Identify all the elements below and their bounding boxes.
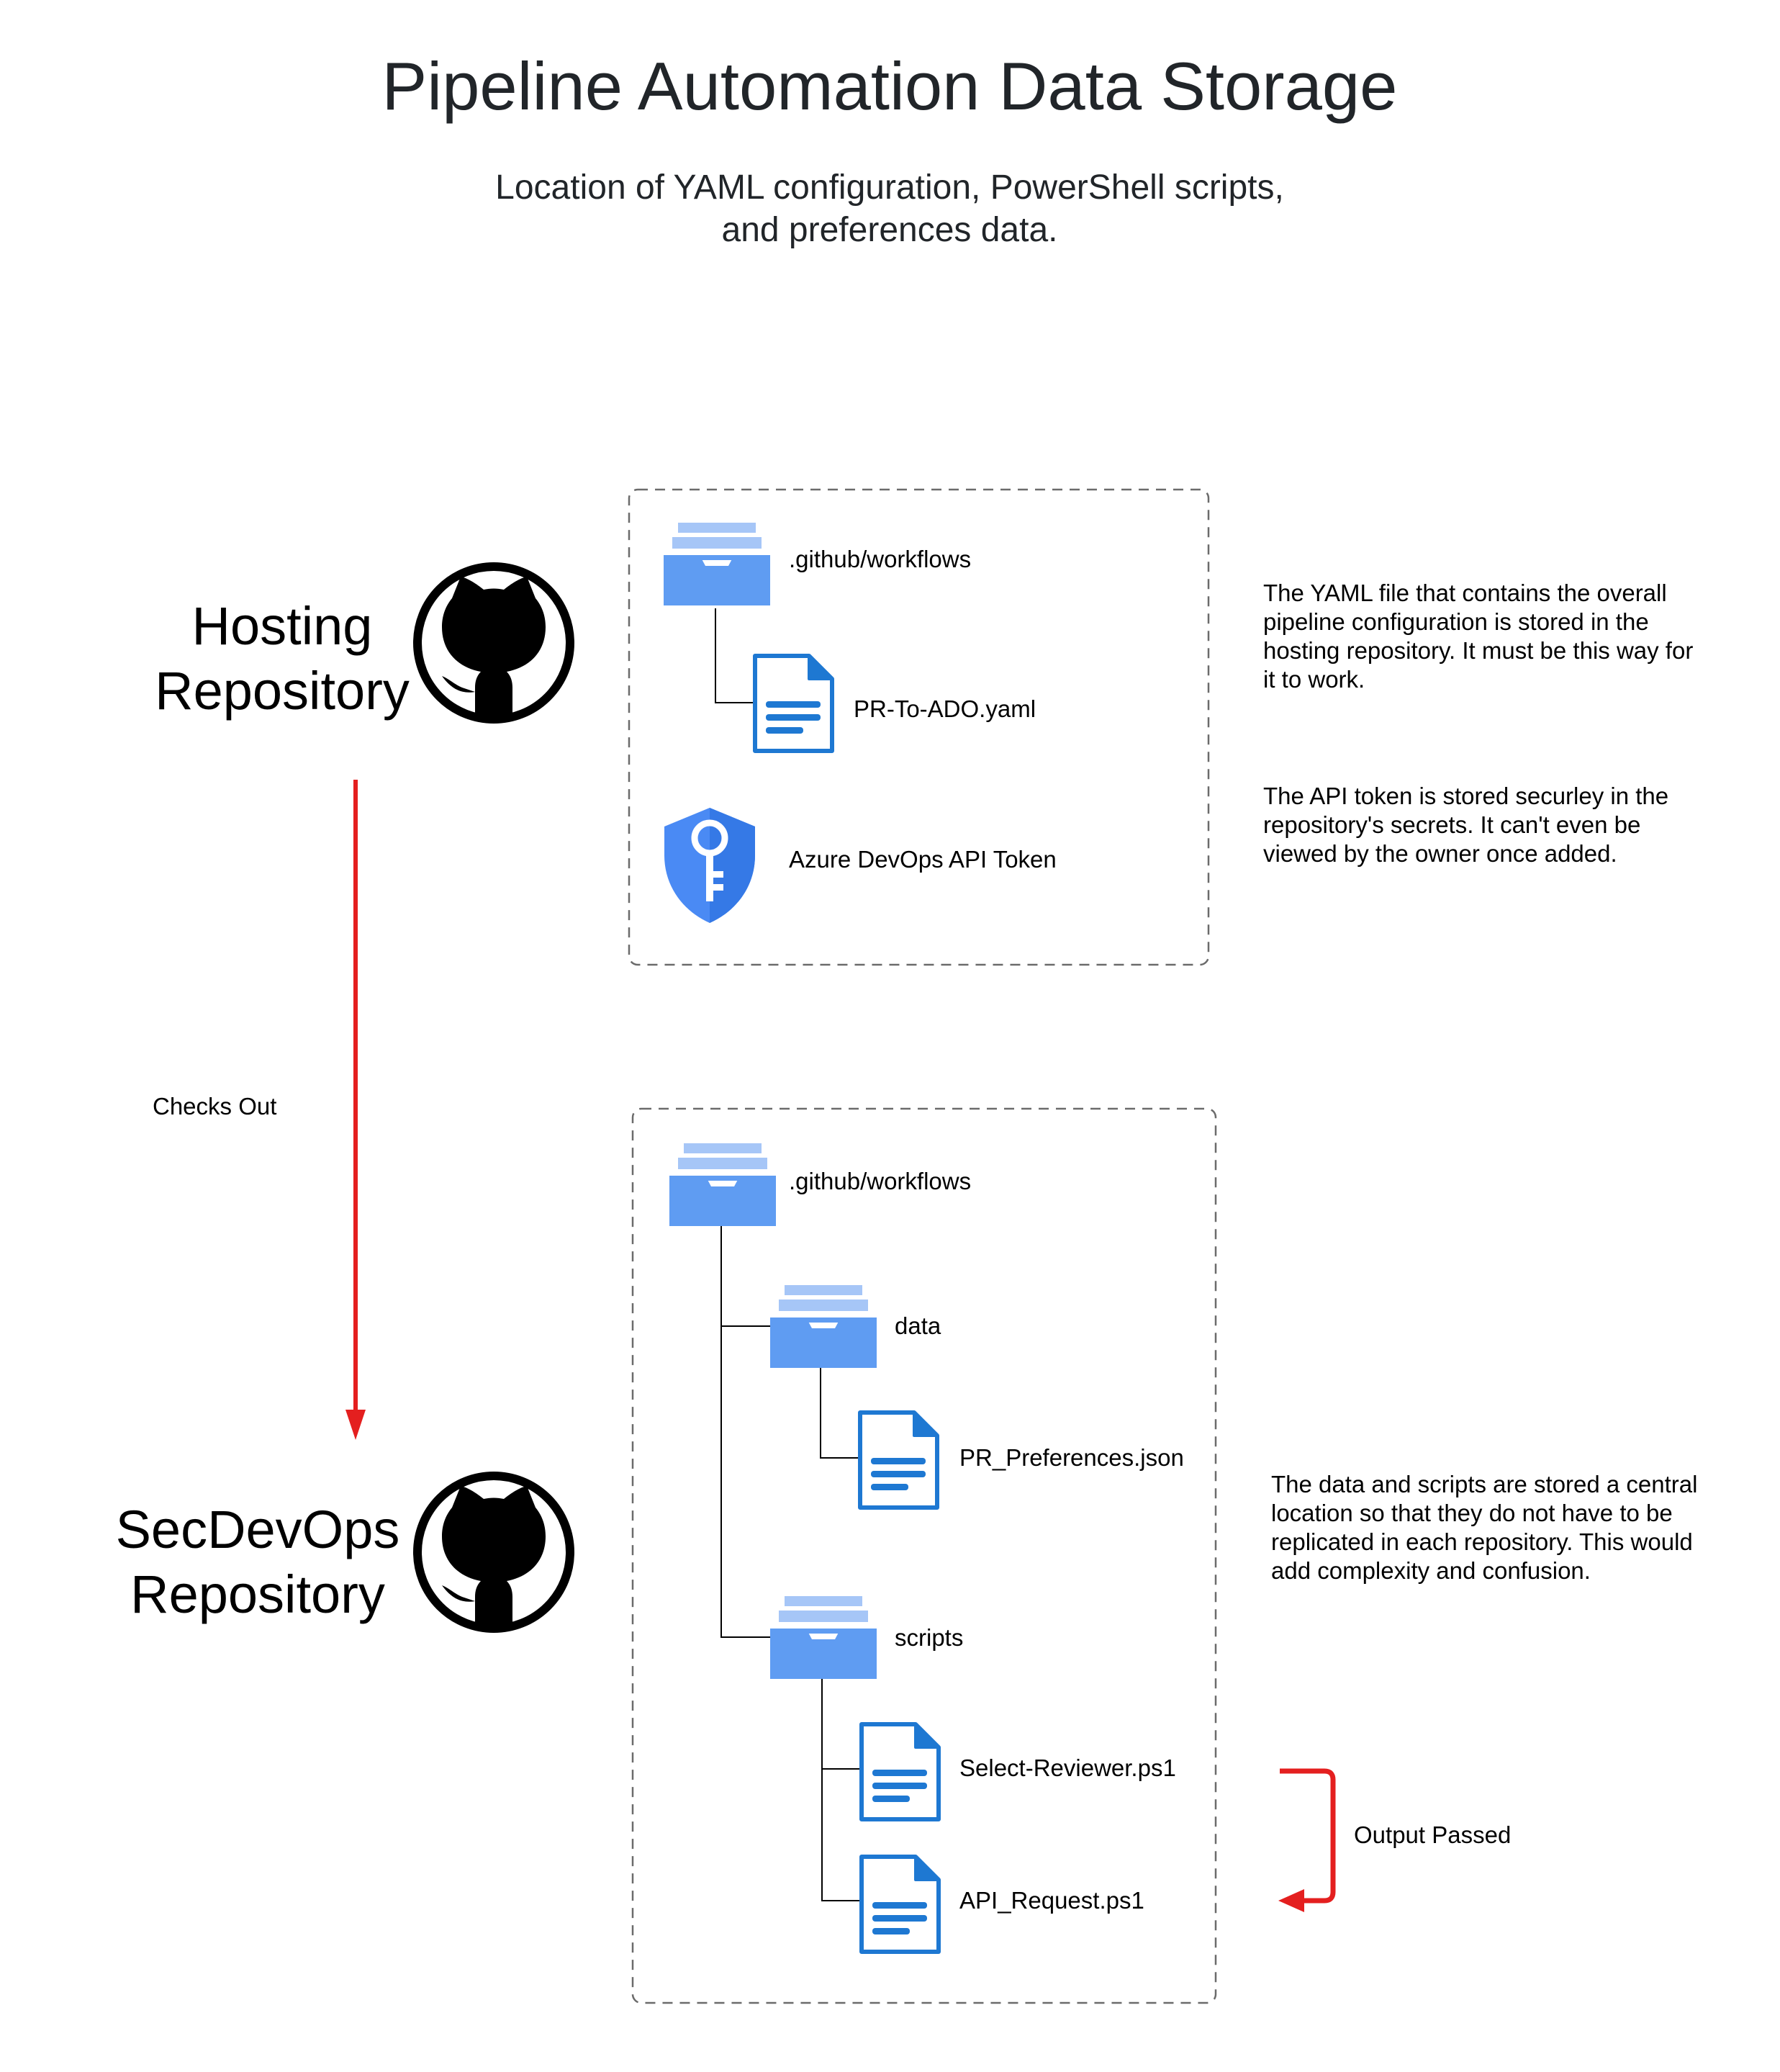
api-request-script-label: API_Request.ps1 (959, 1887, 1144, 1914)
scripts-folder-label: scripts (895, 1624, 963, 1651)
page-title: Pipeline Automation Data Storage (382, 48, 1398, 124)
tree-connector (715, 608, 754, 703)
secdevops-workflows-folder-label: .github/workflows (789, 1168, 971, 1194)
yaml-note-line: pipeline configuration is stored in the (1263, 608, 1649, 635)
scripts-note-line: add complexity and confusion. (1271, 1557, 1591, 1584)
subtitle-line-2: and preferences data. (722, 211, 1058, 249)
preferences-file-label: PR_Preferences.json (959, 1444, 1184, 1471)
hosting-workflows-folder-label: .github/workflows (789, 546, 971, 572)
token-note-line: viewed by the owner once added. (1263, 840, 1617, 867)
token-note-line: The API token is stored securley in the (1263, 783, 1668, 809)
document-icon (862, 1857, 939, 1952)
yaml-note-line: it to work. (1263, 666, 1365, 693)
scripts-note-line: The data and scripts are stored a centra… (1271, 1471, 1698, 1497)
yaml-note: The YAML file that contains the overall … (1263, 580, 1693, 693)
document-icon (862, 1724, 939, 1819)
github-icon (417, 567, 570, 719)
hosting-repo-label-line-1: Hosting (192, 596, 373, 656)
yaml-note-line: hosting repository. It must be this way … (1263, 637, 1693, 664)
api-token-label: Azure DevOps API Token (789, 846, 1057, 873)
secdevops-repo-label-line-1: SecDevOps (116, 1500, 400, 1559)
yaml-file-label: PR-To-ADO.yaml (854, 695, 1036, 722)
tree-connector (720, 1226, 772, 1638)
yaml-note-line: The YAML file that contains the overall (1263, 580, 1667, 606)
token-note: The API token is stored securley in the … (1263, 783, 1668, 867)
select-reviewer-script-label: Select-Reviewer.ps1 (959, 1755, 1176, 1781)
hosting-repo-label-line-2: Repository (155, 661, 410, 721)
shield-key-icon (664, 808, 755, 923)
scripts-note: The data and scripts are stored a centra… (1271, 1471, 1698, 1584)
checks-out-arrow (345, 780, 366, 1440)
output-passed-label: Output Passed (1354, 1821, 1511, 1848)
output-passed-arrow (1278, 1768, 1336, 1912)
scripts-note-line: location so that they do not have to be (1271, 1500, 1673, 1526)
checks-out-label: Checks Out (153, 1093, 276, 1120)
folder-icon (770, 1285, 877, 1368)
folder-icon (669, 1143, 776, 1226)
document-icon (755, 656, 832, 751)
hosting-repo-box (628, 488, 1210, 966)
subtitle-line-1: Location of YAML configuration, PowerShe… (495, 168, 1284, 207)
data-folder-label: data (895, 1312, 941, 1339)
folder-icon (770, 1596, 877, 1679)
github-icon (417, 1476, 570, 1629)
secdevops-repo-label-line-2: Repository (130, 1564, 385, 1624)
token-note-line: repository's secrets. It can't even be (1263, 811, 1640, 838)
document-icon (860, 1413, 937, 1508)
scripts-note-line: replicated in each repository. This woul… (1271, 1528, 1693, 1555)
secdevops-repo-box (631, 1107, 1217, 2004)
tree-connector (820, 1368, 858, 1459)
folder-icon (664, 523, 770, 605)
tree-connector (821, 1679, 859, 1901)
